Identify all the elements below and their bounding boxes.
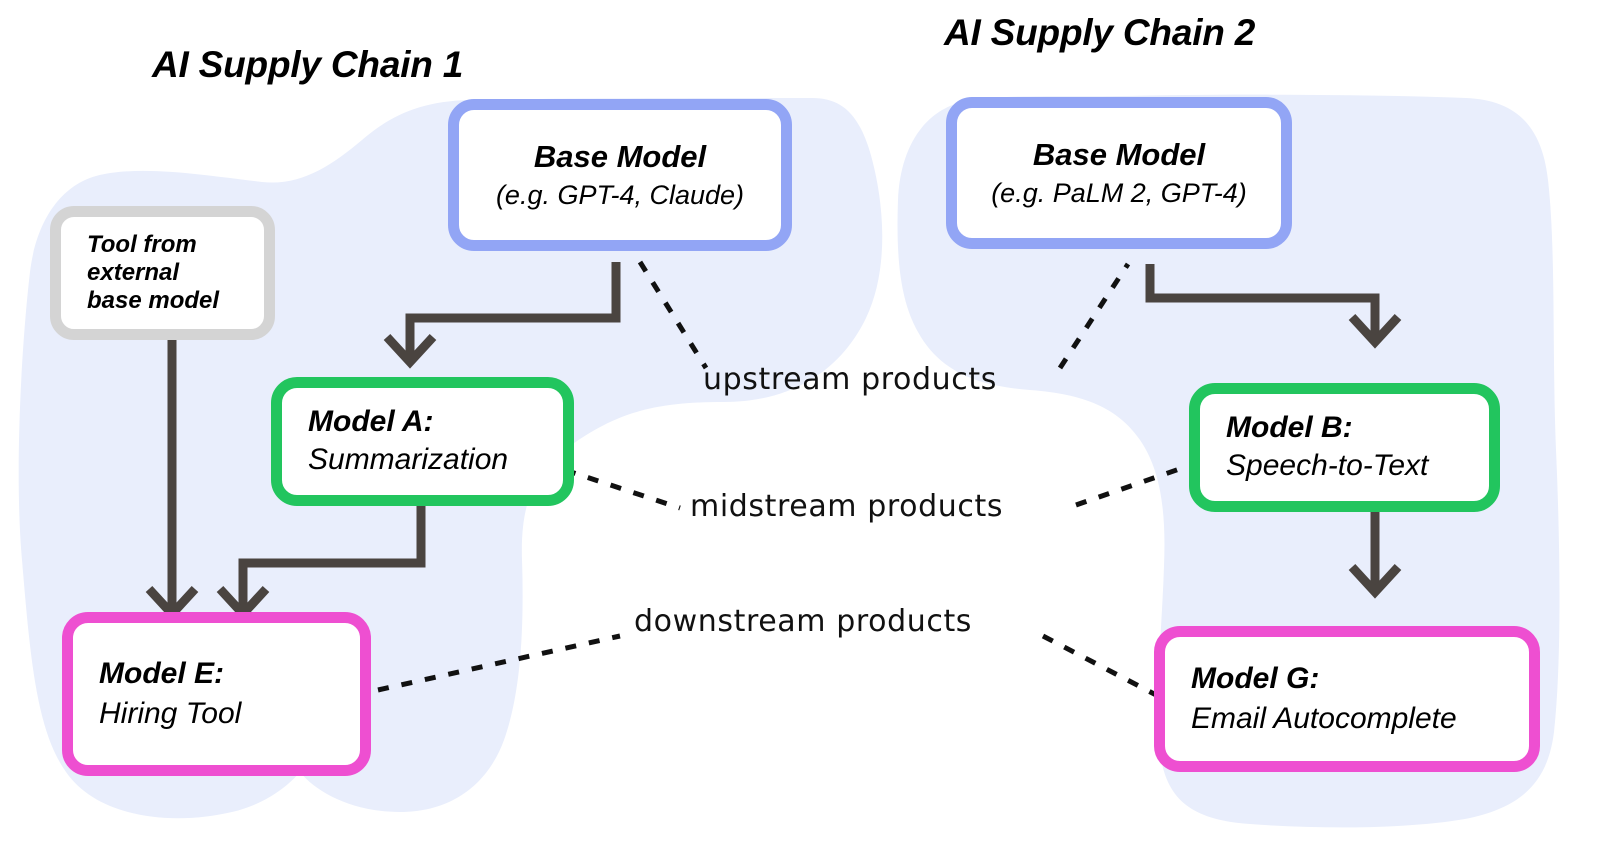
dashed-midstream-right (1075, 463, 1189, 508)
node-external-tool-line2: external (87, 259, 180, 287)
node-base-model-2-title: Base Model (1032, 136, 1206, 172)
dashed-upstream-left (637, 260, 709, 370)
node-model-a-subtitle: Summarization (308, 443, 509, 476)
arrow-base1-to-modela (405, 262, 621, 358)
arrowhead-modela (383, 333, 437, 369)
node-model-g-subtitle: Email Autocomplete (1191, 701, 1457, 735)
label-downstream-products: downstream products (634, 604, 973, 639)
dashed-upstream-right (1057, 262, 1131, 370)
arrow-base2-to-modelb (1145, 264, 1380, 338)
node-model-b-subtitle: Speech-to-Text (1226, 449, 1429, 482)
label-upstream-products: upstream products (703, 362, 997, 397)
node-base-model-1[interactable]: Base Model (e.g. GPT-4, Claude) (448, 99, 792, 251)
node-model-e[interactable]: Model E: Hiring Tool (62, 612, 371, 776)
dashed-downstream-left (377, 633, 621, 693)
node-model-g-title: Model G: (1191, 661, 1320, 695)
arrowhead-modelb (1348, 313, 1402, 349)
dashed-downstream-right (1041, 633, 1162, 700)
node-external-tool-line3: base model (87, 286, 220, 314)
label-midstream-products: midstream products (690, 489, 1004, 524)
node-external-tool[interactable]: Tool from external base model (50, 206, 275, 340)
chain2-title: AI Supply Chain 2 (944, 12, 1256, 53)
arrowhead-modelg (1348, 563, 1402, 599)
node-external-tool-line1: Tool from (87, 231, 197, 259)
node-base-model-2[interactable]: Base Model (e.g. PaLM 2, GPT-4) (946, 97, 1292, 249)
arrow-modela-to-modele (238, 506, 426, 610)
node-model-b[interactable]: Model B: Speech-to-Text (1189, 383, 1500, 512)
dashed-midstream-left (564, 467, 681, 511)
node-model-e-title: Model E: (99, 656, 224, 690)
node-model-a-title: Model A: (308, 405, 434, 439)
node-model-a[interactable]: Model A: Summarization (271, 377, 574, 506)
node-base-model-1-subtitle: (e.g. GPT-4, Claude) (495, 179, 745, 210)
node-base-model-1-title: Base Model (533, 138, 707, 174)
node-model-b-title: Model B: (1226, 411, 1353, 445)
node-model-g[interactable]: Model G: Email Autocomplete (1154, 626, 1540, 772)
chain1-title: AI Supply Chain 1 (152, 44, 464, 85)
node-model-e-subtitle: Hiring Tool (99, 696, 242, 730)
node-base-model-2-subtitle: (e.g. PaLM 2, GPT-4) (991, 177, 1247, 208)
